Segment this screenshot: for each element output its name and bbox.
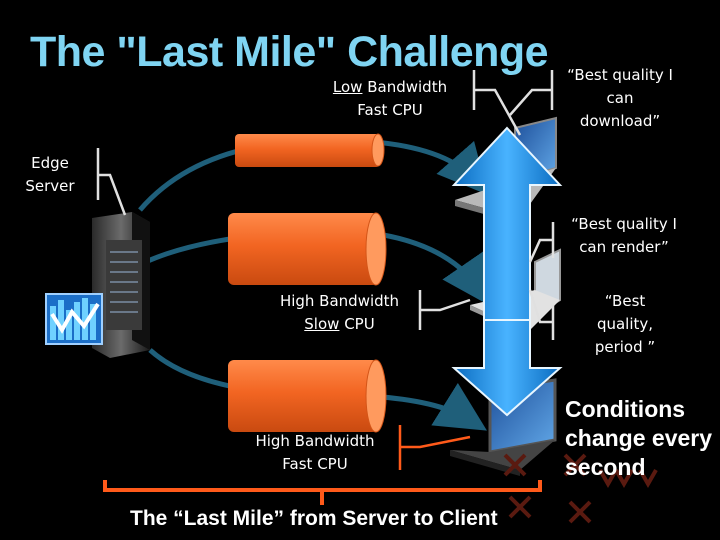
edge-server-label: Edge Server bbox=[18, 152, 82, 198]
footer-caption: The “Last Mile” from Server to Client bbox=[130, 507, 498, 530]
callout-best-download bbox=[509, 70, 554, 116]
callout-slow-cpu bbox=[418, 290, 471, 330]
fast-cpu-text-2: Fast CPU bbox=[282, 455, 348, 473]
pipe-label-low-bandwidth: Low Bandwidth Fast CPU bbox=[315, 76, 465, 122]
pipe-low-bandwidth bbox=[235, 133, 385, 167]
edge-server-image bbox=[45, 212, 150, 358]
low-word: Low bbox=[332, 78, 363, 96]
conditions-note: Conditions change every second bbox=[565, 395, 712, 482]
pipe-label-slow-cpu: High Bandwidth Slow CPU bbox=[262, 290, 417, 336]
callout-fast-cpu bbox=[398, 425, 471, 470]
quote-best-period: “Best quality, period ” bbox=[594, 292, 656, 356]
pipe-high-bandwidth-fast-cpu bbox=[228, 359, 387, 433]
cpu-word: CPU bbox=[344, 315, 375, 333]
callout-best-render bbox=[528, 222, 555, 263]
high-bandwidth-text-2: High Bandwidth bbox=[255, 432, 375, 450]
conditions-text: Conditions change every second bbox=[565, 396, 713, 480]
page-title: The "Last Mile" Challenge bbox=[30, 28, 549, 76]
pipe-label-fast-cpu: High Bandwidth Fast CPU bbox=[235, 430, 395, 476]
pipe-high-bandwidth-slow-cpu bbox=[228, 212, 387, 286]
quote-best-download: “Best quality I can download” bbox=[567, 66, 673, 130]
edge-server-text: Edge Server bbox=[25, 154, 75, 195]
fast-cpu-text: Fast CPU bbox=[357, 101, 423, 119]
slow-word: Slow bbox=[304, 315, 340, 333]
quality-range-arrow bbox=[451, 126, 563, 417]
footer-bracket bbox=[103, 480, 542, 505]
callout-best-period bbox=[528, 289, 555, 340]
change-decoration bbox=[503, 453, 658, 524]
quote-best-render: “Best quality I can render” bbox=[571, 215, 677, 256]
bandwidth-word: Bandwidth bbox=[367, 78, 448, 96]
high-bandwidth-text: High Bandwidth bbox=[279, 292, 400, 310]
callout-edge-server bbox=[96, 148, 127, 216]
callout-low-bandwidth bbox=[472, 70, 522, 136]
